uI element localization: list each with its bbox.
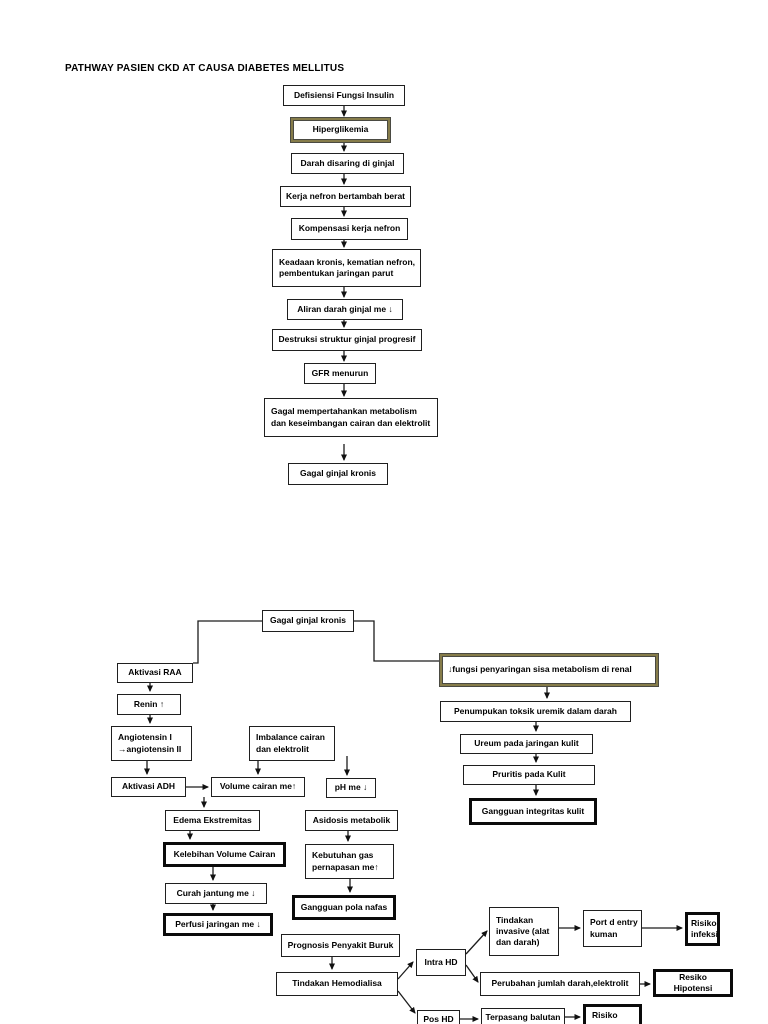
- node-intra-hd: Intra HD: [416, 949, 466, 976]
- node-asidosis-metabolik: Asidosis metabolik: [305, 810, 398, 831]
- node-kerja-nefron: Kerja nefron bertambah berat: [280, 186, 411, 207]
- node-perubahan-jumlah-darah: Perubahan jumlah darah,elektrolit: [480, 972, 640, 996]
- node-kebutuhan-gas: Kebutuhan gas pernapasan me↑: [305, 844, 394, 879]
- node-pruritis-pada-kulit: Pruritis pada Kulit: [463, 765, 595, 785]
- node-perfusi-jaringan: Perfusi jaringan me ↓: [163, 913, 273, 936]
- node-gfr-menurun: GFR menurun: [304, 363, 376, 384]
- node-hiperglikemia: Hiperglikemia: [291, 118, 390, 142]
- node-volume-cairan: Volume cairan me↑: [211, 777, 305, 797]
- node-fungsi-penyaringan: ↓fungsi penyaringan sisa metabolism di r…: [440, 654, 658, 686]
- node-gagal-ginjal-kronis-2: Gagal ginjal kronis: [262, 610, 354, 632]
- node-keadaan-kronis: Keadaan kronis, kematian nefron, pembent…: [272, 249, 421, 287]
- node-prognosis-penyakit-buruk: Prognosis Penyakit Buruk: [281, 934, 400, 957]
- node-pos-hd: Pos HD: [417, 1010, 460, 1024]
- node-terpasang-balutan: Terpasang balutan: [481, 1008, 565, 1024]
- node-aktivasi-adh: Aktivasi ADH: [111, 777, 186, 797]
- node-defisiensi-fungsi-insulin: Defisiensi Fungsi Insulin: [283, 85, 405, 106]
- node-angiotensin: Angiotensin I →angiotensin II: [111, 726, 192, 761]
- node-gagal-ginjal-kronis-1: Gagal ginjal kronis: [288, 463, 388, 485]
- node-kelebihan-volume-cairan: Kelebihan Volume Cairan: [163, 842, 286, 867]
- node-kompensasi-kerja-nefron: Kompensasi kerja nefron: [291, 218, 408, 240]
- node-aktivasi-raa: Aktivasi RAA: [117, 663, 193, 683]
- node-tindakan-hemodialisa: Tindakan Hemodialisa: [276, 972, 398, 996]
- node-risiko: Risiko: [583, 1004, 642, 1024]
- node-gangguan-integritas-kulit: Gangguan integritas kulit: [469, 798, 597, 825]
- node-resiko-hipotensi: Resiko Hipotensi: [653, 969, 733, 997]
- node-penumpukan-toksik: Penumpukan toksik uremik dalam darah: [440, 701, 631, 722]
- node-imbalance-cairan: Imbalance cairan dan elektrolit: [249, 726, 335, 761]
- node-ureum-jaringan-kulit: Ureum pada jaringan kulit: [460, 734, 593, 754]
- node-gagal-mempertahankan: Gagal mempertahankan metabolism dan kese…: [264, 398, 438, 437]
- node-port-d-entry-kuman: Port d entry kuman: [583, 910, 642, 947]
- node-risiko-infeksi: Risiko infeksi: [685, 912, 720, 946]
- node-curah-jantung: Curah jantung me ↓: [165, 883, 267, 904]
- node-gangguan-pola-nafas: Gangguan pola nafas: [292, 895, 396, 920]
- node-aliran-darah-ginjal: Aliran darah ginjal me ↓: [287, 299, 403, 320]
- node-renin: Renin ↑: [117, 694, 181, 715]
- node-destruksi-struktur: Destruksi struktur ginjal progresif: [272, 329, 422, 351]
- node-edema-ekstremitas: Edema Ekstremitas: [165, 810, 260, 831]
- node-ph-menurun: pH me ↓: [326, 778, 376, 798]
- node-darah-disaring: Darah disaring di ginjal: [291, 153, 404, 174]
- page-title: PATHWAY PASIEN CKD AT CAUSA DIABETES MEL…: [65, 63, 345, 74]
- node-tindakan-invasive: Tindakan invasive (alat dan darah): [489, 907, 559, 956]
